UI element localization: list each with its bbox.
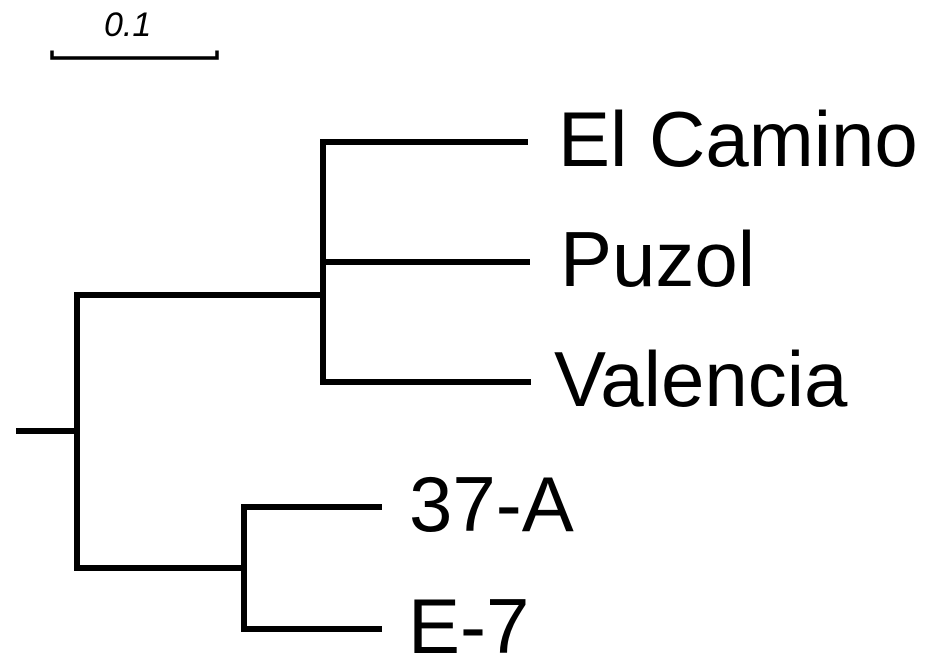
taxon-label-valencia: Valencia [554,335,848,423]
taxon-label-37-a: 37-A [409,460,574,548]
taxon-label-el-camino: El Camino [558,95,918,183]
root-node-spine [74,292,326,571]
scale-bar-line [50,50,219,60]
scale-bar-label: 0.1 [104,6,152,44]
lower-clade-spine [241,504,382,632]
taxon-label-e-7: E-7 [408,582,530,667]
taxon-label-puzol: Puzol [560,215,756,303]
